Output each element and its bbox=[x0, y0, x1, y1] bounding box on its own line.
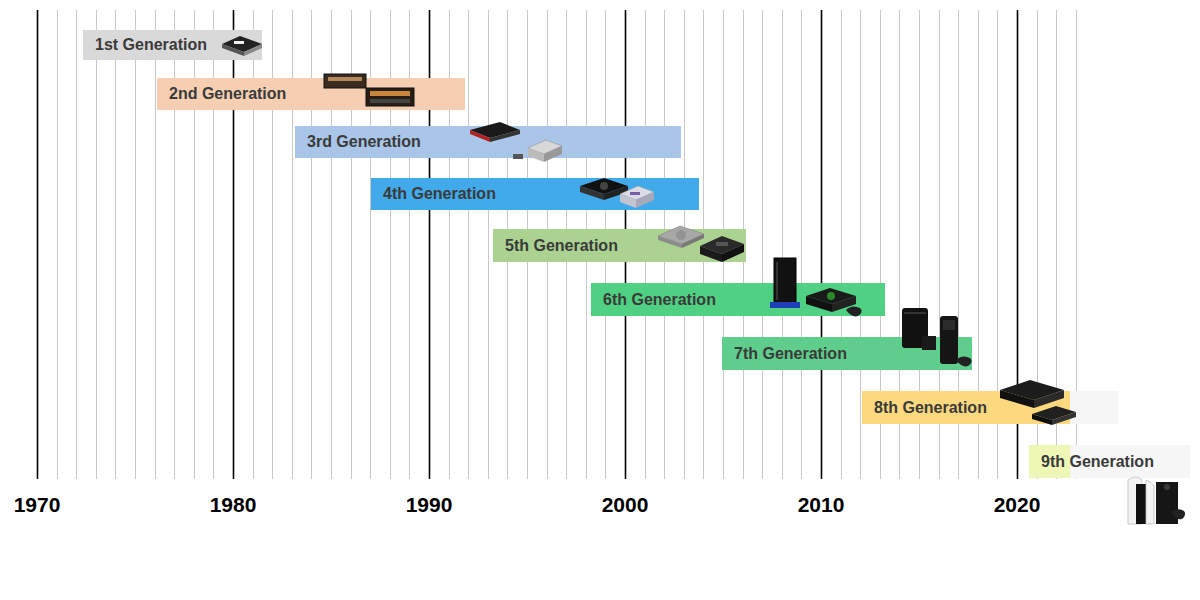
year-gridline bbox=[860, 10, 861, 479]
decade-gridline bbox=[37, 10, 39, 479]
year-gridline bbox=[57, 10, 58, 479]
generation-label: 3rd Generation bbox=[307, 133, 421, 151]
year-gridline bbox=[841, 10, 842, 479]
console-icon bbox=[222, 36, 262, 56]
generation-label: 7th Generation bbox=[734, 345, 847, 363]
year-gridline bbox=[96, 10, 97, 479]
year-gridline bbox=[155, 10, 156, 479]
year-gridline bbox=[468, 10, 469, 479]
generation-label: 5th Generation bbox=[505, 237, 618, 255]
year-label: 2010 bbox=[798, 493, 845, 517]
year-gridline bbox=[762, 10, 763, 479]
console-icon bbox=[580, 178, 654, 208]
generation-band: 9th Generation bbox=[1029, 445, 1190, 478]
console-icon bbox=[1000, 380, 1076, 425]
console-icon bbox=[1128, 477, 1185, 524]
generation-label: 9th Generation bbox=[1041, 453, 1154, 471]
year-label: 1970 bbox=[14, 493, 61, 517]
generation-label: 4th Generation bbox=[383, 185, 496, 203]
console-icon bbox=[770, 258, 862, 316]
console-icon bbox=[470, 122, 562, 162]
year-label: 2000 bbox=[602, 493, 649, 517]
year-label: 1990 bbox=[406, 493, 453, 517]
generation-label: 8th Generation bbox=[874, 399, 987, 417]
year-label: 1980 bbox=[210, 493, 257, 517]
year-gridline bbox=[782, 10, 783, 479]
year-gridline bbox=[801, 10, 802, 479]
year-gridline bbox=[135, 10, 136, 479]
console-icon bbox=[902, 308, 972, 366]
decade-gridline bbox=[821, 10, 823, 479]
year-label: 2020 bbox=[994, 493, 1041, 517]
console-icon bbox=[324, 74, 414, 106]
generation-band: 2nd Generation bbox=[157, 78, 465, 110]
console-icon bbox=[658, 226, 744, 262]
generation-label: 1st Generation bbox=[95, 36, 207, 54]
generation-label: 6th Generation bbox=[603, 291, 716, 309]
generation-label: 2nd Generation bbox=[169, 85, 286, 103]
year-gridline bbox=[115, 10, 116, 479]
generation-band: 8th Generation bbox=[862, 391, 1118, 424]
year-gridline bbox=[488, 10, 489, 479]
year-gridline bbox=[76, 10, 77, 479]
